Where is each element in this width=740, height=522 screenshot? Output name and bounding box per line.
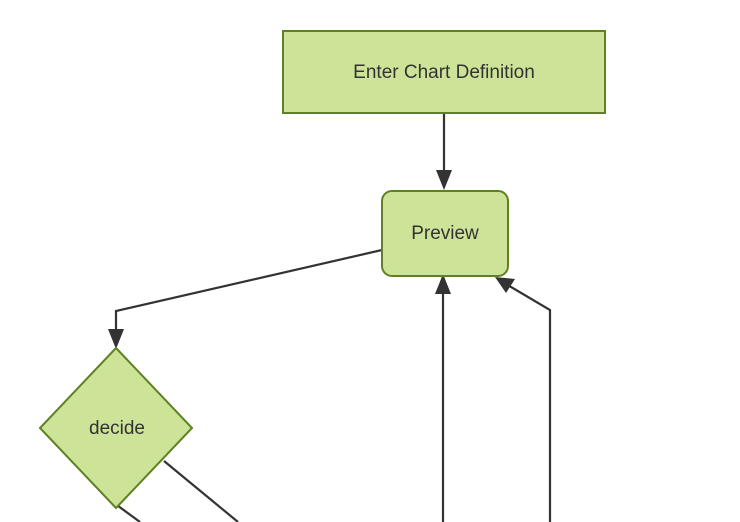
- node-rectangle[interactable]: [282, 30, 606, 114]
- edge-line: [114, 248, 383, 336]
- edge-line: [163, 460, 239, 522]
- arrowhead-icon: [436, 170, 452, 190]
- node-rounded-rectangle[interactable]: [381, 190, 509, 277]
- edge-left-branch-to-preview: [435, 274, 451, 522]
- edge-right-branch-to-preview: [495, 277, 552, 522]
- node-enter-chart-definition[interactable]: Enter Chart Definition: [282, 30, 606, 114]
- edge-line: [505, 283, 552, 522]
- node-decide[interactable]: decide: [38, 346, 194, 510]
- arrowhead-icon: [108, 329, 124, 349]
- edge-enter-to-preview: [436, 113, 452, 190]
- node-label-preview: Preview: [411, 223, 479, 244]
- node-preview[interactable]: Preview: [381, 190, 509, 277]
- arrowhead-icon: [495, 277, 515, 293]
- node-label-decide: decide: [89, 418, 145, 439]
- node-label-enter-chart-definition: Enter Chart Definition: [353, 62, 535, 83]
- arrowhead-icon: [435, 274, 451, 294]
- edge-preview-to-decide: [108, 248, 383, 349]
- edge-decide-to-right-branch: [163, 460, 239, 522]
- node-diamond[interactable]: [38, 346, 194, 510]
